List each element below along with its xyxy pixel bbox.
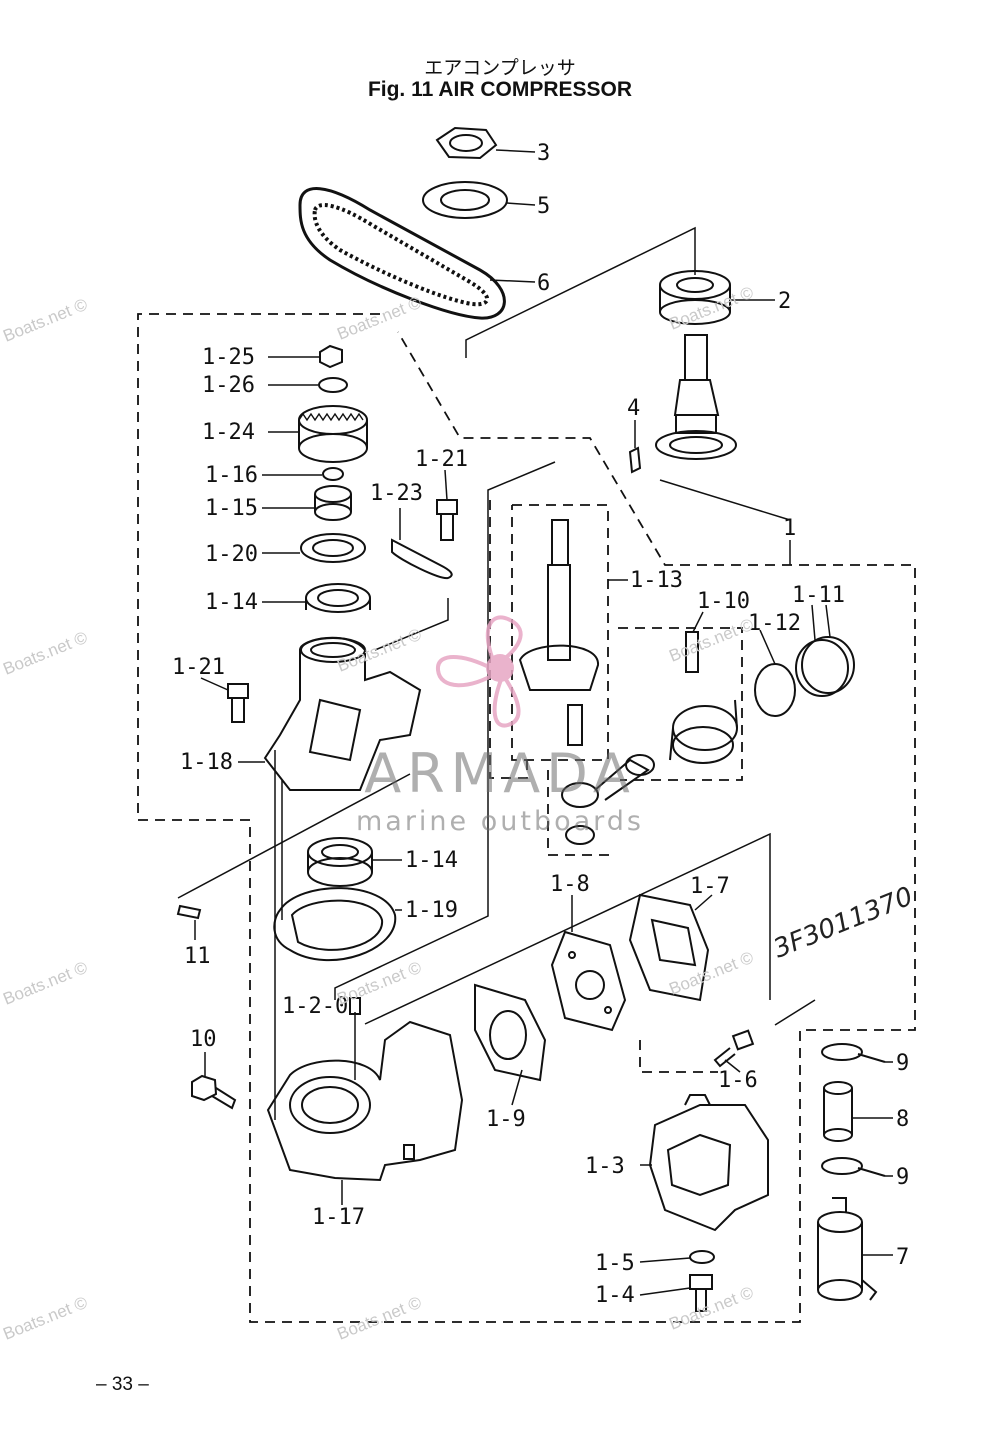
title-japanese: エアコンプレッサ	[424, 57, 576, 79]
piston-rings-1-11	[795, 636, 855, 697]
cylinder-body-1-17	[266, 1020, 464, 1182]
label-part-1-11: 1-11	[792, 583, 845, 608]
gasket-1-19	[273, 887, 397, 962]
armada-brand-watermark: ARMADA	[364, 742, 636, 805]
label-part-1-17: 1-17	[312, 1205, 365, 1230]
label-part-1-18: 1-18	[180, 750, 233, 775]
label-part-1-15: 1-15	[205, 496, 258, 521]
connecting-rod	[561, 754, 655, 845]
hex-nut-part-3	[435, 126, 498, 160]
watermark-text: Boats.net ©	[334, 625, 424, 676]
timing-belt-part-6	[298, 187, 506, 320]
crank-shaft-housing-part-1	[655, 334, 737, 460]
watermark-text: Boats.net ©	[666, 1283, 756, 1334]
callout-labels: 3 5 6 2 4 1 1-25 1-26 1-24 1-16 1-15 1-2…	[172, 141, 909, 1308]
watermark-text: Boats.net ©	[0, 1293, 90, 1344]
washer-1-16	[322, 467, 344, 481]
watermark-text: Boats.net ©	[0, 295, 90, 346]
washer-1-5	[689, 1250, 715, 1264]
air-filter-7	[817, 1197, 878, 1301]
piston-ring-1-12	[754, 663, 796, 717]
bushing-1-15	[314, 485, 352, 521]
nut-1-25	[319, 344, 343, 369]
label-part-1-4: 1-4	[595, 1283, 635, 1308]
bearing-1-14-lower	[307, 837, 373, 887]
hose-clamp-9-lower	[821, 1157, 886, 1177]
label-part-9-upper: 9	[896, 1051, 909, 1076]
label-part-1-2-0: 1-2-0	[282, 994, 348, 1019]
label-part-1-6: 1-6	[718, 1068, 758, 1093]
bolt-10	[191, 1074, 237, 1110]
label-part-1-21-lower: 1-21	[172, 655, 225, 680]
label-part-1-10: 1-10	[697, 589, 750, 614]
pulley-part-2	[659, 270, 731, 325]
bolt-1-21-lower	[227, 683, 249, 723]
bolt-1-6	[713, 1029, 755, 1068]
label-part-3: 3	[537, 141, 550, 166]
armada-logo-icon	[436, 615, 523, 728]
strap-1-23	[391, 538, 453, 580]
label-part-1-19: 1-19	[405, 898, 458, 923]
label-part-8: 8	[896, 1107, 909, 1132]
fitting-1-4	[689, 1274, 713, 1312]
watermark-text: Boats.net ©	[334, 958, 424, 1009]
label-part-1-20: 1-20	[205, 542, 258, 567]
gasket-1-7	[628, 893, 710, 1002]
washer-1-26	[318, 377, 348, 393]
label-part-1-12: 1-12	[748, 611, 801, 636]
label-part-1-14-lower: 1-14	[405, 848, 458, 873]
handwritten-serial-note: 3F3011370	[769, 881, 917, 964]
label-part-1-8: 1-8	[550, 872, 590, 897]
piston-pin-1-10	[685, 631, 699, 673]
watermark-text: Boats.net ©	[0, 958, 90, 1009]
label-part-1-23: 1-23	[370, 481, 423, 506]
upper-housing-1-18	[263, 636, 422, 791]
watermark-text: Boats.net ©	[666, 615, 756, 666]
label-part-9-lower: 9	[896, 1165, 909, 1190]
page-number: – 33 –	[96, 1374, 149, 1395]
cylinder-head-1-3	[648, 1094, 769, 1232]
label-part-7: 7	[896, 1245, 909, 1270]
crankshaft-1-13	[518, 519, 600, 746]
armada-tagline-watermark: marine outboards	[355, 806, 644, 837]
watermark-text: Boats.net ©	[666, 283, 756, 334]
label-part-5: 5	[537, 194, 550, 219]
label-part-1-5: 1-5	[595, 1251, 635, 1276]
leader-lines	[194, 149, 893, 1296]
figure-title: Fig. 11 AIR COMPRESSOR	[367, 78, 633, 101]
pin-11	[176, 904, 202, 920]
label-part-1-25: 1-25	[202, 345, 255, 370]
label-part-2: 2	[778, 289, 791, 314]
hose-clamp-9-upper	[821, 1043, 886, 1063]
label-part-1-3: 1-3	[585, 1154, 625, 1179]
label-part-1-16: 1-16	[205, 463, 258, 488]
watermark-text: Boats.net ©	[666, 948, 756, 999]
label-part-10: 10	[190, 1027, 217, 1052]
label-part-1-13: 1-13	[630, 568, 683, 593]
watermark-text: Boats.net ©	[334, 293, 424, 344]
watermark-text: Boats.net ©	[334, 1293, 424, 1344]
valve-plate-1-8	[550, 930, 627, 1032]
label-part-1-24: 1-24	[202, 420, 255, 445]
gasket-1-9	[474, 983, 547, 1082]
gear-1-24	[298, 405, 368, 463]
label-part-1-14-upper: 1-14	[205, 590, 258, 615]
label-part-11: 11	[184, 944, 211, 969]
label-part-1: 1	[783, 516, 796, 541]
piston-1-10	[669, 699, 738, 764]
label-part-1-21-upper: 1-21	[415, 447, 468, 472]
key-part-4	[628, 446, 642, 474]
label-part-1-9: 1-9	[486, 1107, 526, 1132]
label-part-6: 6	[537, 271, 550, 296]
watermark-text: Boats.net ©	[0, 628, 90, 679]
label-part-1-7: 1-7	[690, 874, 730, 899]
oil-seal-1-20	[300, 533, 366, 563]
bearing-1-14-upper	[305, 583, 371, 613]
washer-part-5	[422, 181, 508, 219]
label-part-4: 4	[627, 396, 640, 421]
hose-8	[823, 1081, 853, 1142]
bolt-1-21-upper	[436, 499, 458, 541]
label-part-1-26: 1-26	[202, 373, 255, 398]
